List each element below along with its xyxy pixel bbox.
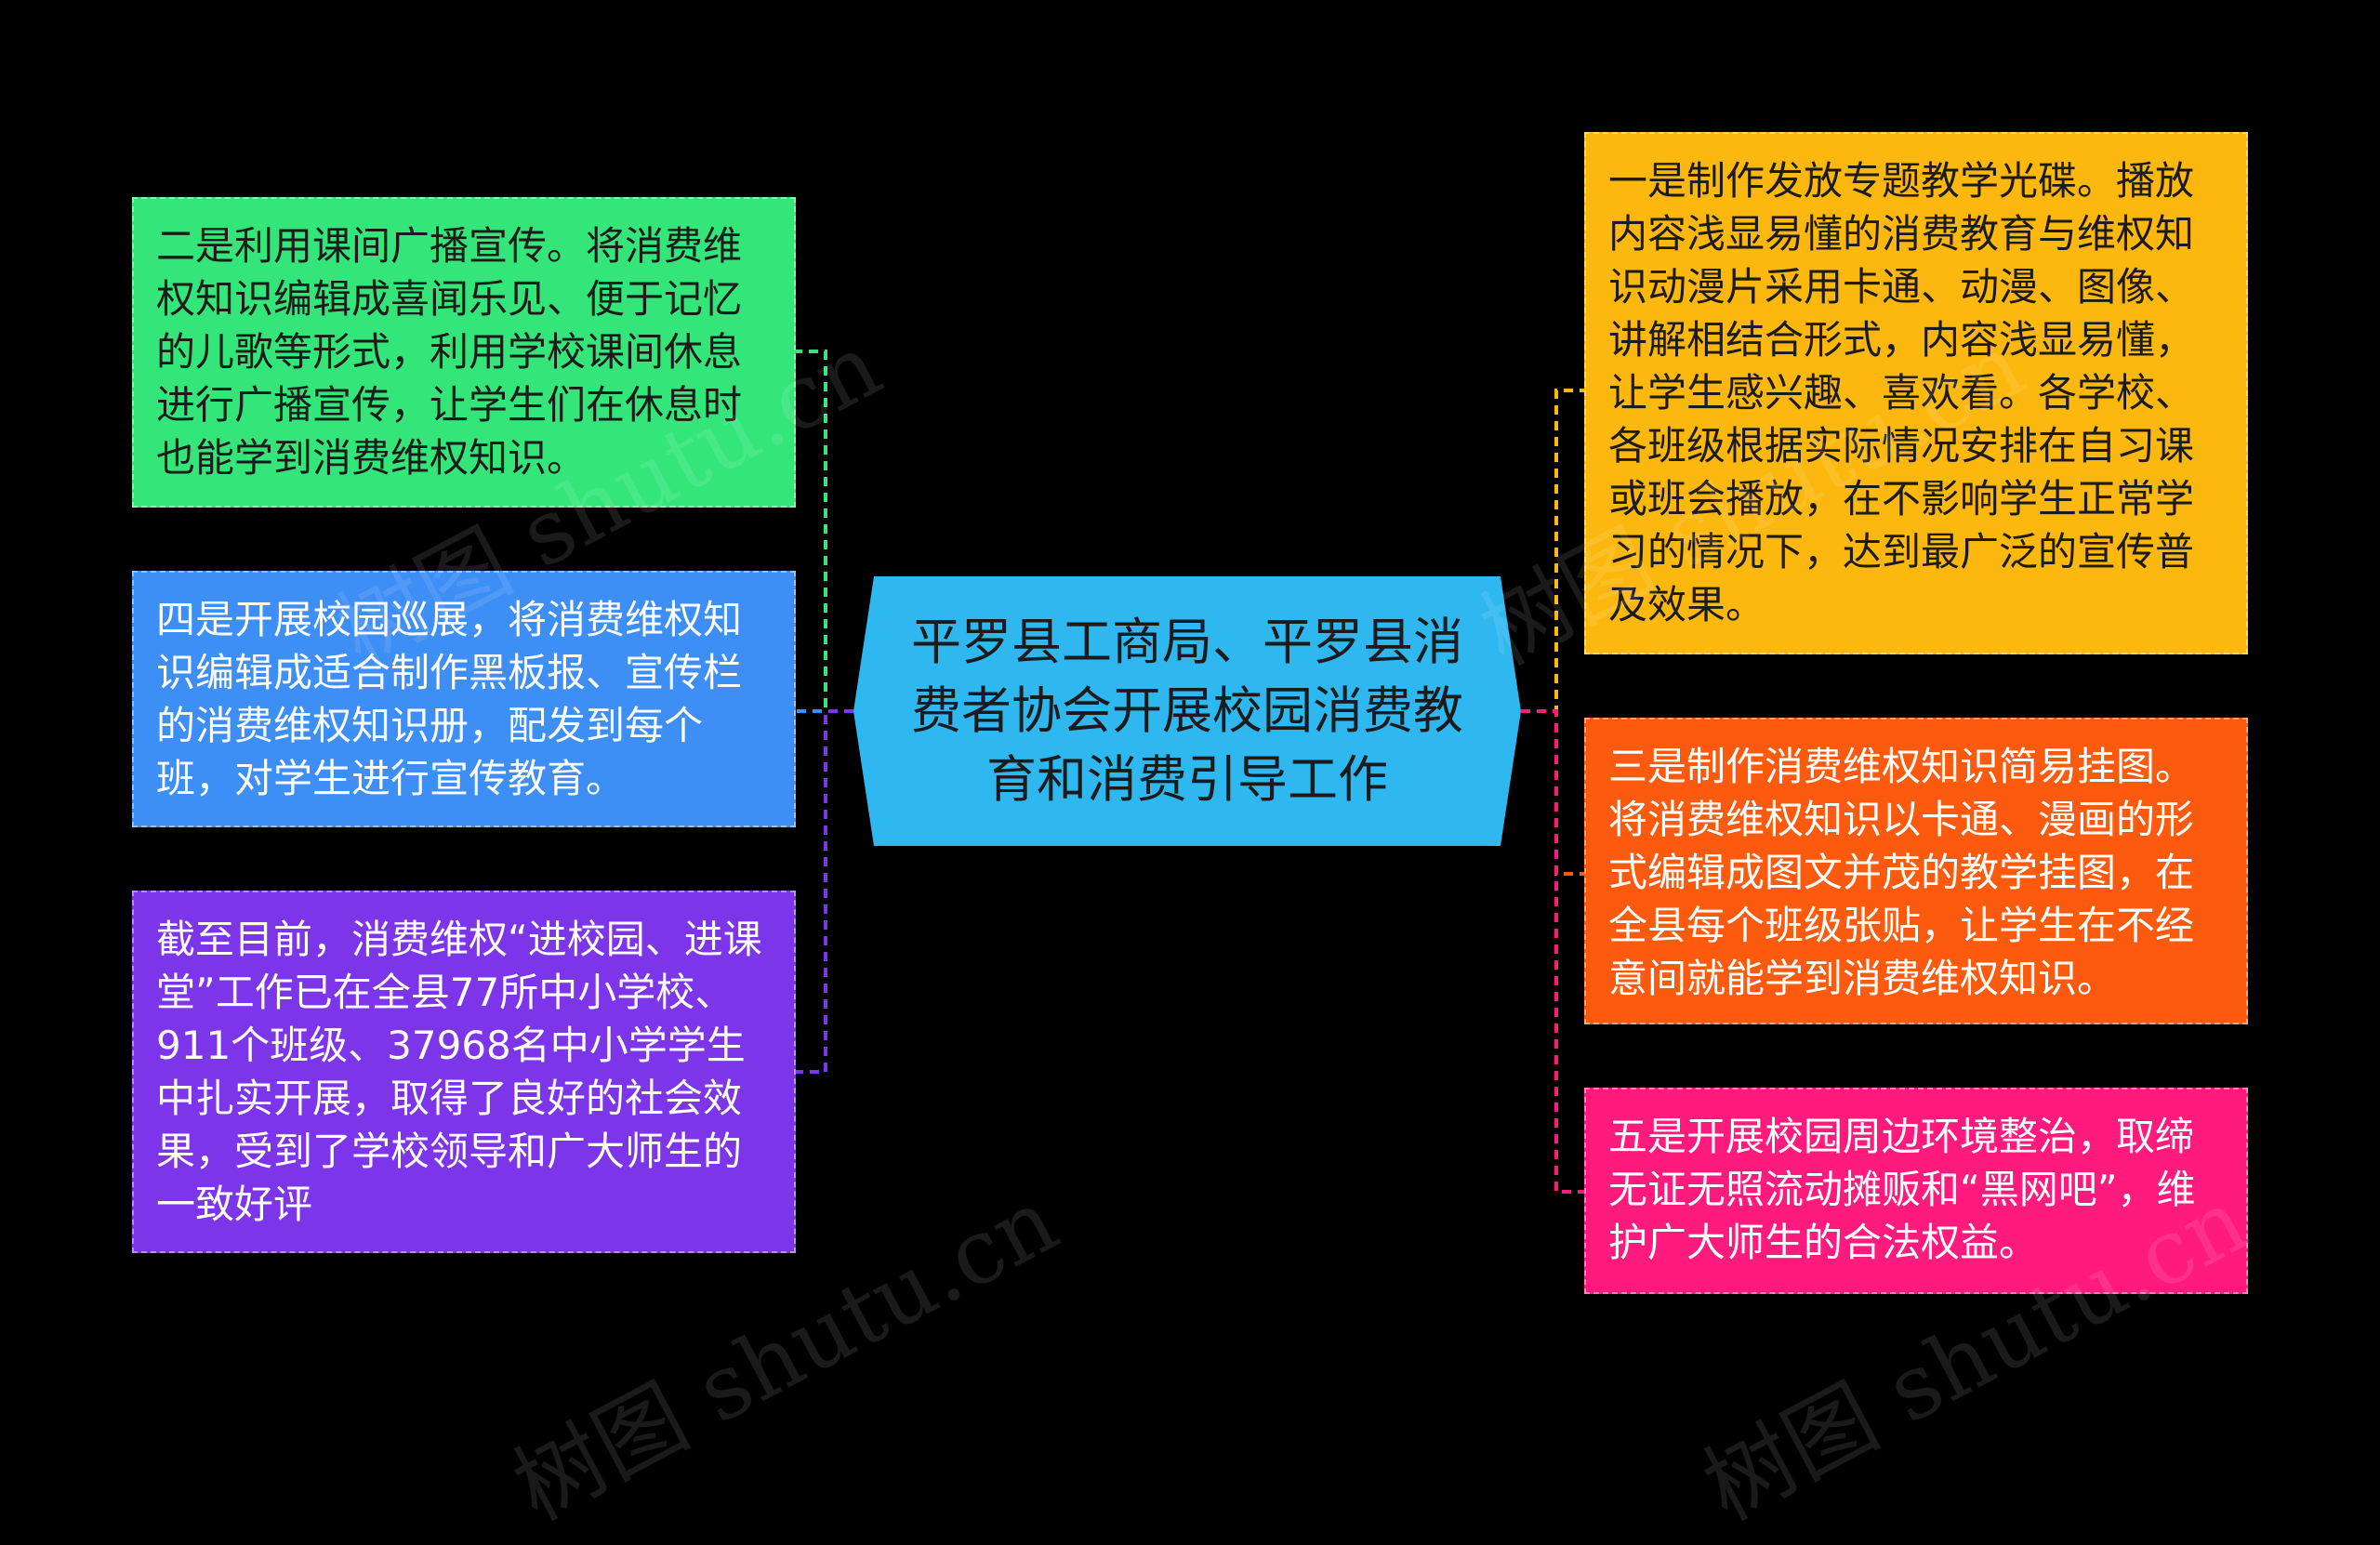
- connector-right-2: [1521, 709, 1584, 876]
- topic-left-3[interactable]: 截至目前，消费维权“进校园、进课堂”工作已在全县77所中小学校、911个班级、3…: [132, 891, 796, 1253]
- topic-right-2[interactable]: 三是制作消费维权知识简易挂图。将消费维权知识以卡通、漫画的形式编辑成图文并茂的教…: [1584, 718, 2248, 1024]
- topic-right-2-text: 三是制作消费维权知识简易挂图。将消费维权知识以卡通、漫画的形式编辑成图文并茂的教…: [1608, 744, 2195, 1001]
- connector-lines: [796, 350, 1584, 1194]
- topic-right-3[interactable]: 五是开展校园周边环境整治，取缔无证无照流动摊贩和“黑网吧”，维护广大师生的合法权…: [1584, 1088, 2248, 1294]
- topic-left-1[interactable]: 二是利用课间广播宣传。将消费维权知识编辑成喜闻乐见、便于记忆的儿歌等形式，利用学…: [132, 197, 796, 508]
- central-topic[interactable]: 平罗县工商局、平罗县消费者协会开展校园消费教育和消费引导工作: [853, 576, 1521, 846]
- topic-left-2[interactable]: 四是开展校园巡展，将消费维权知识编辑成适合制作黑板报、宣传栏的消费维权知识册，配…: [132, 571, 796, 827]
- connector-left-3: [796, 709, 853, 1074]
- central-topic-text: 平罗县工商局、平罗县消费者协会开展校园消费教育和消费引导工作: [911, 613, 1463, 809]
- connector-right-3: [1521, 709, 1584, 1194]
- topic-right-1-text: 一是制作发放专题教学光碟。播放内容浅显易懂的消费教育与维权知识动漫片采用卡通、动…: [1608, 158, 2195, 627]
- topic-left-2-text: 四是开展校园巡展，将消费维权知识编辑成适合制作黑板报、宣传栏的消费维权知识册，配…: [156, 597, 743, 801]
- topic-right-1[interactable]: 一是制作发放专题教学光碟。播放内容浅显易懂的消费教育与维权知识动漫片采用卡通、动…: [1584, 132, 2248, 654]
- topic-right-3-text: 五是开展校园周边环境整治，取缔无证无照流动摊贩和“黑网吧”，维护广大师生的合法权…: [1608, 1114, 2196, 1265]
- connector-left-1: [796, 350, 853, 713]
- topic-left-3-text: 截至目前，消费维权“进校园、进课堂”工作已在全县77所中小学校、911个班级、3…: [156, 917, 762, 1227]
- connector-right-1: [1521, 389, 1584, 713]
- topic-left-1-text: 二是利用课间广播宣传。将消费维权知识编辑成喜闻乐见、便于记忆的儿歌等形式，利用学…: [156, 223, 743, 481]
- mind-map: 平罗县工商局、平罗县消费者协会开展校园消费教育和消费引导工作 二是利用课间广播宣…: [132, 132, 2264, 1540]
